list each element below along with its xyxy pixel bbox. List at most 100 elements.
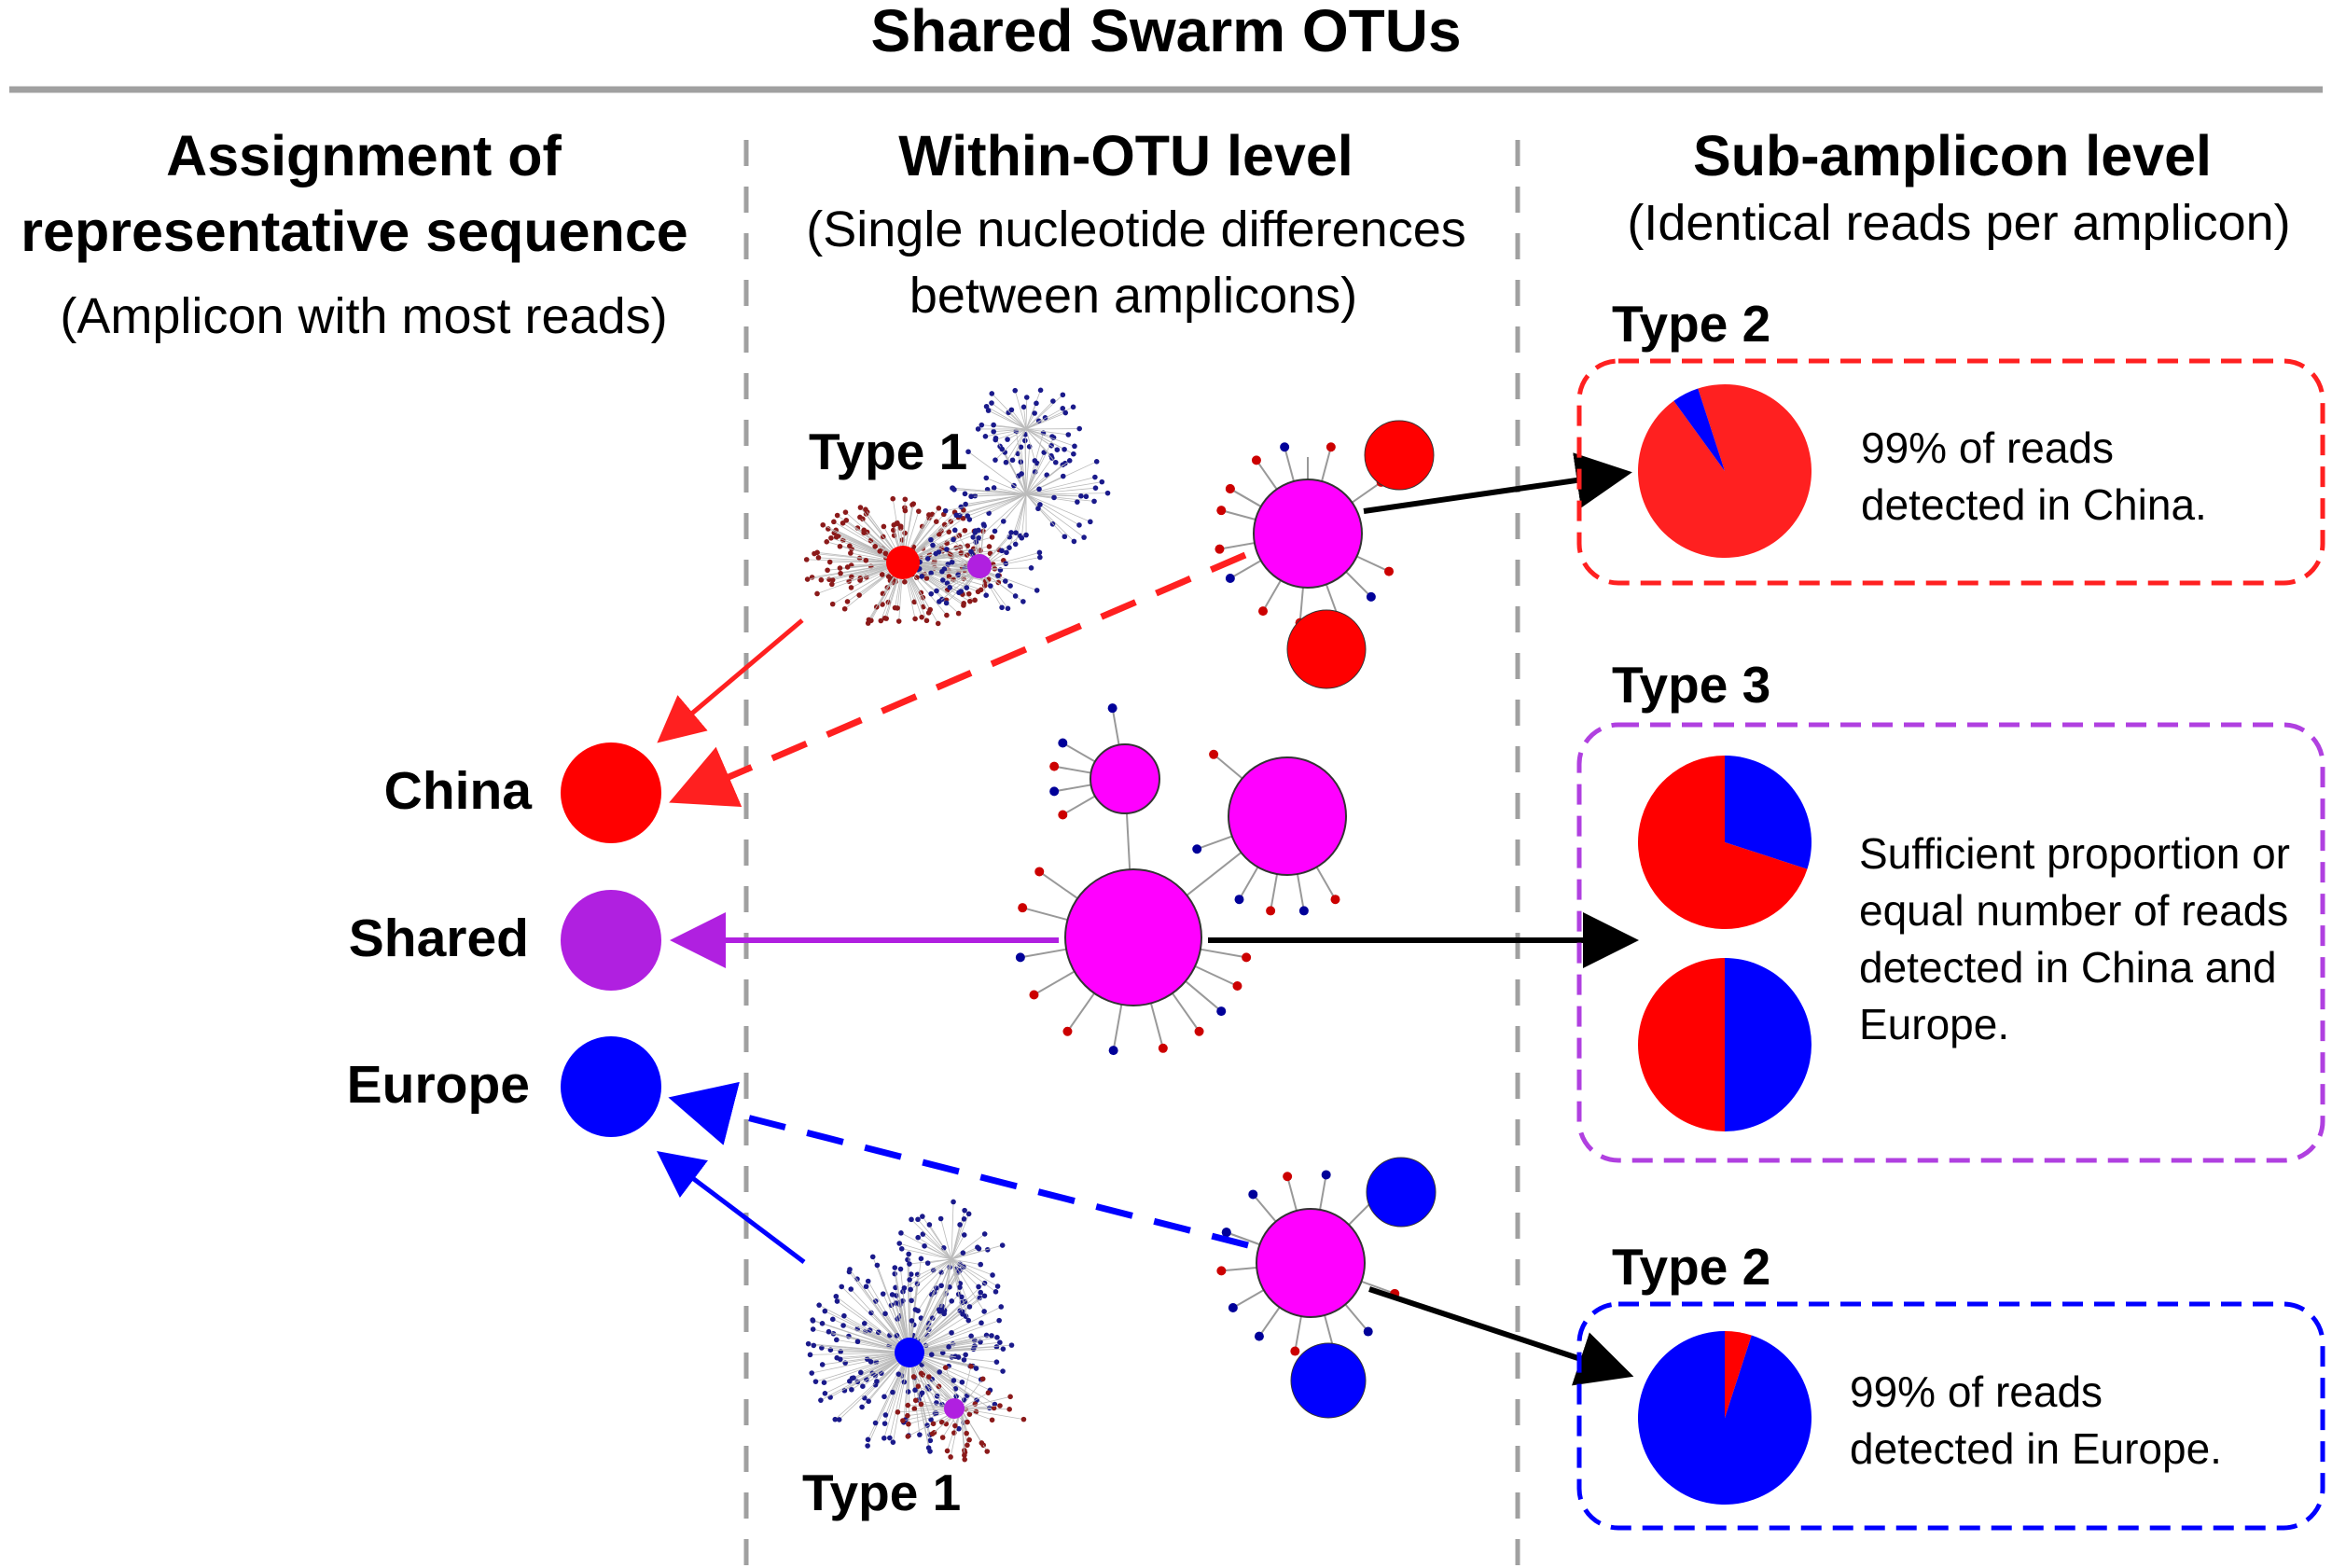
network-node <box>872 1420 879 1426</box>
network-node <box>905 1402 911 1408</box>
network-node <box>1071 451 1076 457</box>
network-node <box>1072 443 1077 450</box>
network-node <box>1060 392 1066 398</box>
network-node <box>979 1320 984 1326</box>
network-node <box>943 547 950 552</box>
network-node <box>994 1284 1001 1289</box>
network-node <box>935 620 941 627</box>
network-node <box>951 527 958 534</box>
network-node <box>910 501 917 506</box>
network-node <box>836 1417 842 1422</box>
network-node <box>1023 532 1029 538</box>
amplicon-dot <box>1234 895 1244 905</box>
network-node <box>1015 451 1020 457</box>
network-node <box>967 598 973 604</box>
amplicon-dot <box>1225 574 1235 583</box>
network-node <box>819 1345 825 1351</box>
network-node <box>986 544 992 549</box>
network-node <box>829 601 836 607</box>
pie-slice-china <box>1638 958 1725 1131</box>
network-node <box>993 1344 1000 1350</box>
network-node <box>991 422 996 428</box>
network-node <box>822 1391 828 1396</box>
network-node <box>1088 519 1093 525</box>
network-node <box>1032 410 1037 416</box>
network-node <box>1037 387 1044 394</box>
column1-subtitle: (Amplicon with most reads) <box>60 288 668 344</box>
network-node <box>991 485 997 491</box>
network-node <box>961 601 966 606</box>
amplicon-dot <box>1209 749 1219 759</box>
network-node <box>906 1421 911 1427</box>
network-node <box>1092 485 1099 491</box>
network-node <box>953 512 960 519</box>
arrow-top-network-to-china <box>657 618 804 743</box>
network-node <box>834 1337 840 1343</box>
network-node <box>989 1333 994 1339</box>
network-node <box>874 1379 880 1384</box>
network-node <box>1005 605 1011 612</box>
amplicon-dot <box>1058 810 1068 820</box>
network-node <box>968 548 974 555</box>
network-node <box>922 1242 927 1249</box>
type2-europe-box <box>1576 1301 2325 1531</box>
network-node <box>918 1256 924 1262</box>
network-node <box>979 1440 985 1446</box>
network-node <box>1083 493 1090 500</box>
network-node <box>837 565 843 571</box>
network-node <box>928 1352 935 1358</box>
amplicon-dot <box>1015 952 1025 963</box>
network-node <box>1003 459 1009 465</box>
network-node <box>1104 490 1111 496</box>
network-node <box>919 574 924 579</box>
network-node <box>983 592 990 599</box>
amplicon-dot <box>1363 1326 1373 1337</box>
network-node <box>999 548 1005 554</box>
network-node <box>965 1317 972 1324</box>
network-node <box>895 1371 902 1377</box>
network-node <box>844 564 851 570</box>
network-node <box>1034 588 1040 593</box>
network-node <box>1078 493 1084 499</box>
network-node <box>872 543 878 549</box>
network-node <box>983 475 990 481</box>
network-node <box>963 501 968 507</box>
network-node <box>962 1207 967 1214</box>
network-node <box>1091 498 1097 505</box>
network-node <box>1012 387 1019 394</box>
column2-title: Within-OTU level <box>898 124 1353 187</box>
network-node <box>896 1241 903 1246</box>
network-node <box>1022 437 1028 444</box>
network-node <box>939 1435 946 1440</box>
network-node <box>890 1439 896 1445</box>
network-node <box>970 1346 977 1353</box>
amplicon-dot <box>1366 591 1376 602</box>
network-node <box>819 1362 826 1367</box>
network-node <box>874 1262 881 1269</box>
network-node <box>951 1199 956 1205</box>
network-node <box>939 577 946 583</box>
network-node <box>834 1298 840 1304</box>
network-node <box>1003 578 1008 584</box>
network-node <box>996 1317 1002 1324</box>
network-node <box>961 1357 967 1363</box>
network-node <box>881 523 887 530</box>
network-node <box>915 1383 922 1389</box>
network-node <box>926 1222 933 1228</box>
network-node <box>937 1215 944 1222</box>
network-node <box>908 1286 913 1293</box>
box3-text: 99% of reads detected in Europe. <box>1850 1367 2222 1473</box>
network-node <box>860 1383 866 1389</box>
network-node <box>997 567 1004 573</box>
network-node <box>977 1295 983 1301</box>
network-node <box>840 520 846 526</box>
network-node <box>1052 459 1059 465</box>
network-node <box>919 614 924 620</box>
amplicon-dot <box>1290 1346 1300 1356</box>
network-node <box>895 605 900 611</box>
network-node <box>1093 459 1100 465</box>
network-node <box>991 428 997 435</box>
network-node <box>851 1375 856 1381</box>
network-node <box>928 570 934 576</box>
network-node <box>994 1335 1000 1340</box>
